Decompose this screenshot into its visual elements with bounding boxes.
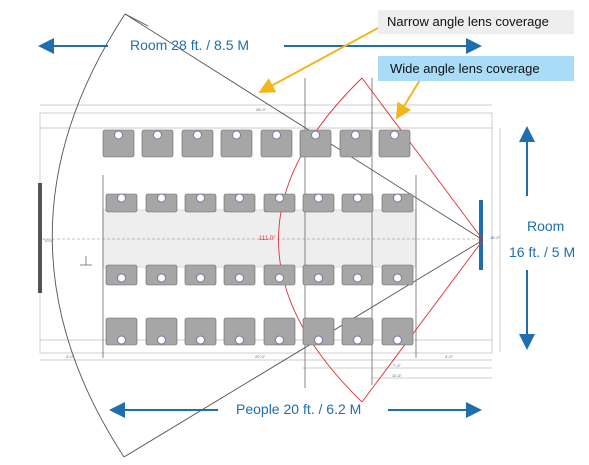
top-dimension: 28'-0" [256,107,267,112]
chair [184,264,217,286]
chair [105,264,138,286]
chairs-row-bottom [105,317,414,346]
chair [302,193,335,213]
chair [378,129,411,158]
chair [141,129,174,158]
chair [302,317,335,346]
narrow-lens-callout: Narrow angle lens coverage [378,10,574,34]
chairs-row-top [102,129,411,158]
chairs-row-lower-table [105,264,414,286]
chair [339,129,372,158]
wide-angle-label: 111.0° [259,236,276,242]
segment-a-dimension: 7'-0" [393,363,401,368]
chair [102,129,135,158]
room-width-label: Room 28 ft. / 8.5 M [130,37,250,53]
chair [302,264,335,286]
chair [263,193,296,213]
chair [260,129,293,158]
wide-callout-arrow [395,79,421,120]
chair [381,193,414,213]
left-dimension: 70.0" [44,238,54,243]
chair [263,317,296,346]
chair [341,317,374,346]
narrow-lens-coverage [51,13,484,458]
chair [381,264,414,286]
conference-table [102,209,417,268]
chair [341,193,374,213]
chairs-row-upper-table [105,193,414,213]
chair [105,193,138,213]
chair [223,317,256,346]
bottom-left-dimension: 4'-0" [66,354,74,359]
chair [145,317,178,346]
segment-b-dimension: 11'-6" [392,373,402,378]
wide-lens-callout: Wide angle lens coverage [378,56,574,81]
bottom-right-dimension: 4'-0" [445,354,453,359]
left-tick [80,256,92,266]
chair [184,317,217,346]
narrow-callout-arrow [258,27,379,93]
right-dimension: 16'-0" [490,235,501,240]
chair [181,129,214,158]
people-width-label: People 20 ft. / 6.2 M [236,401,362,417]
chair [223,264,256,286]
dimension-arrows [38,38,535,418]
chair [341,264,374,286]
chair [145,264,178,286]
camera-wall [479,200,483,270]
chair [381,317,414,346]
room-depth-title: Room [527,218,565,234]
callout-arrows [258,27,421,120]
chair [223,193,256,213]
chair [263,264,296,286]
table-dimension: 20'-0" [255,354,266,359]
wide-lens-coverage [278,77,484,403]
display-screen [38,183,42,293]
chair [145,193,178,213]
chair [299,129,332,158]
room-depth-label: 16 ft. / 5 M [509,244,576,260]
chair [184,193,217,213]
chair [105,317,138,346]
chair [220,129,253,158]
